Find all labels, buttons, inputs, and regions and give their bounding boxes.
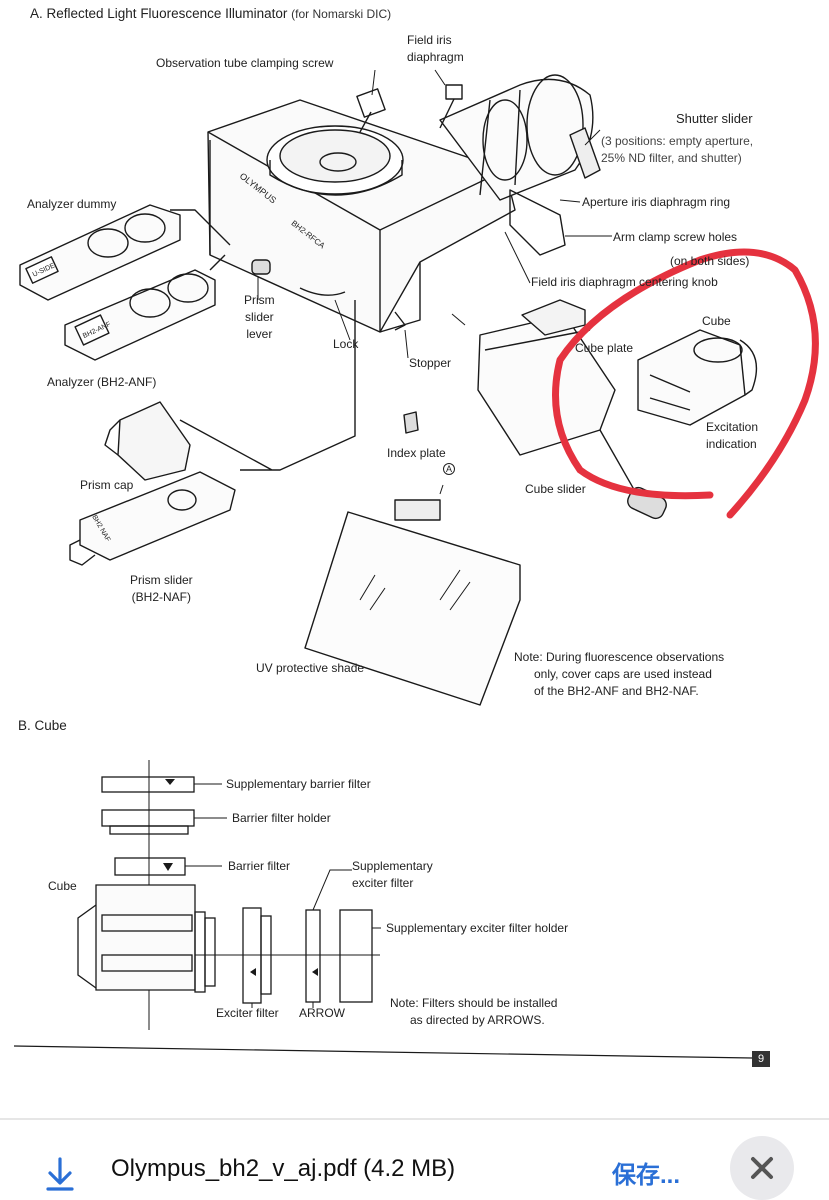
section-a-subtitle: (for Nomarski DIC) [291,7,392,21]
section-a-title: A. Reflected Light Fluorescence Illumina… [30,6,288,21]
label-note-b: Note: Filters should be installed as dir… [390,996,558,1027]
download-bar [0,1120,829,1200]
label-prism-slider-lever: Prism slider lever [244,293,275,341]
label-observation-tube-clamping-screw: Observation tube clamping screw [156,56,334,70]
close-button[interactable] [730,1136,794,1200]
label-index-plate: Index plate [387,446,446,460]
page-number: 9 [752,1051,770,1067]
label-shutter-slider: Shutter slider [676,111,753,126]
label-note-a: Note: During fluorescence observations o… [514,650,725,698]
label-prism-cap: Prism cap [80,478,134,492]
manual-page: A. Reflected Light Fluorescence Illumina… [13,6,819,1067]
label-cube-slider: Cube slider [525,482,586,496]
label-arm-clamp-screw-holes: Arm clamp screw holes [613,230,738,244]
label-lock: Lock [333,337,359,351]
label-barrier-filter: Barrier filter [228,859,291,873]
label-excitation-indication: Excitation indication [706,420,759,451]
download-filename: Olympus_bh2_v_aj.pdf (4.2 MB) [111,1155,456,1182]
label-exciter-filter: Exciter filter [216,1006,279,1020]
label-arrow: ARROW [299,1006,345,1020]
section-a-heading: A. Reflected Light Fluorescence Illumina… [30,6,391,21]
page-divider [0,1118,829,1120]
label-field-iris-diaphragm: Field iris diaphragm [407,33,464,64]
label-shutter-positions: (3 positions: empty aperture, 25% ND fil… [601,134,754,165]
label-stopper: Stopper [409,356,452,370]
label-cube-b: Cube [48,879,77,893]
label-analyzer: Analyzer (BH2-ANF) [47,375,157,389]
save-button[interactable]: 保存... [612,1162,681,1189]
label-prism-slider: Prism slider (BH2-NAF) [130,573,193,604]
label-supp-barrier-filter: Supplementary barrier filter [226,777,371,791]
section-b-heading: B. Cube [18,718,67,733]
label-aperture-iris-ring: Aperture iris diaphragm ring [582,195,731,209]
illuminator-diagram [13,69,819,1059]
label-cube: Cube [702,314,731,328]
label-barrier-filter-holder: Barrier filter holder [232,811,331,825]
label-both-sides: (on both sides) [670,254,750,268]
label-analyzer-dummy: Analyzer dummy [27,197,117,211]
label-uv-shade: UV protective shade [256,661,365,675]
label-supp-exciter-holder: Supplementary exciter filter holder [386,921,569,935]
close-icon [751,1157,773,1179]
marker-a: A [443,463,455,475]
label-field-iris-centering-knob: Field iris diaphragm centering knob [531,275,718,289]
label-cube-plate: Cube plate [575,341,634,355]
red-annotation-circle [552,248,819,519]
label-supp-exciter-filter: Supplementary exciter filter [352,859,433,890]
download-icon[interactable] [44,1156,76,1192]
